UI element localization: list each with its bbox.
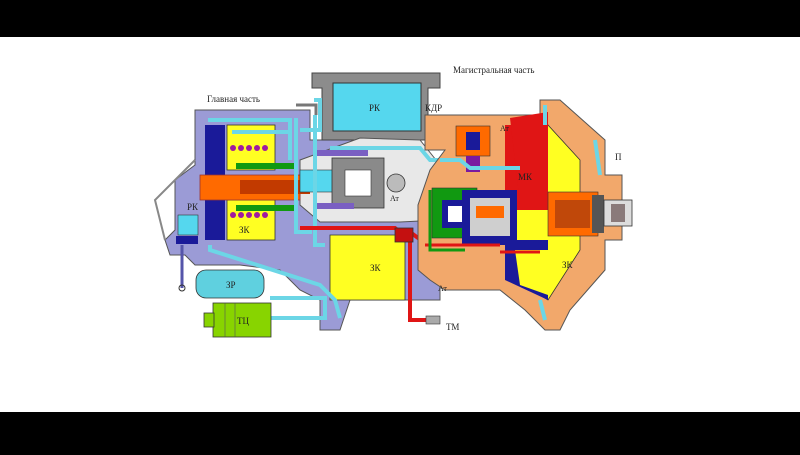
zk-right-label: ЗК xyxy=(562,260,574,270)
trunk-green-lines xyxy=(428,190,465,252)
at-top-label: Ат xyxy=(500,124,509,133)
kdr-label: КДР xyxy=(425,103,442,113)
main-part-label: Главная часть xyxy=(207,94,260,104)
mk-label: МК xyxy=(518,172,533,182)
at-mid-label: Ат xyxy=(390,194,399,203)
rk-top-label: РК xyxy=(369,103,381,113)
tc-label: ТЦ xyxy=(237,316,249,326)
top-letterbox xyxy=(0,0,800,37)
at-bottom-label: Ат xyxy=(438,284,447,293)
tm-label: ТМ xyxy=(446,322,459,332)
zk-center-label: ЗК xyxy=(370,263,382,273)
main-grey-conduits xyxy=(153,103,318,241)
main-cyan-pipes xyxy=(208,98,440,320)
p-label: П xyxy=(615,152,622,162)
tm-fitting xyxy=(425,315,441,325)
trunk-cyan-pipes xyxy=(440,105,602,321)
zk-left-label: ЗК xyxy=(239,225,251,235)
bottom-letterbox xyxy=(0,412,800,450)
zr-label: ЗР xyxy=(226,280,236,290)
trunk-red-internal xyxy=(425,243,540,254)
main-part-body xyxy=(164,72,441,331)
rk-left-label: РК xyxy=(187,202,199,212)
zr-reservoir xyxy=(195,269,265,299)
tc-brake-cylinder xyxy=(203,302,272,338)
trunk-part-label: Магистральная часть xyxy=(453,65,534,75)
trunk-part-body xyxy=(417,99,633,331)
red-valve xyxy=(394,227,414,243)
